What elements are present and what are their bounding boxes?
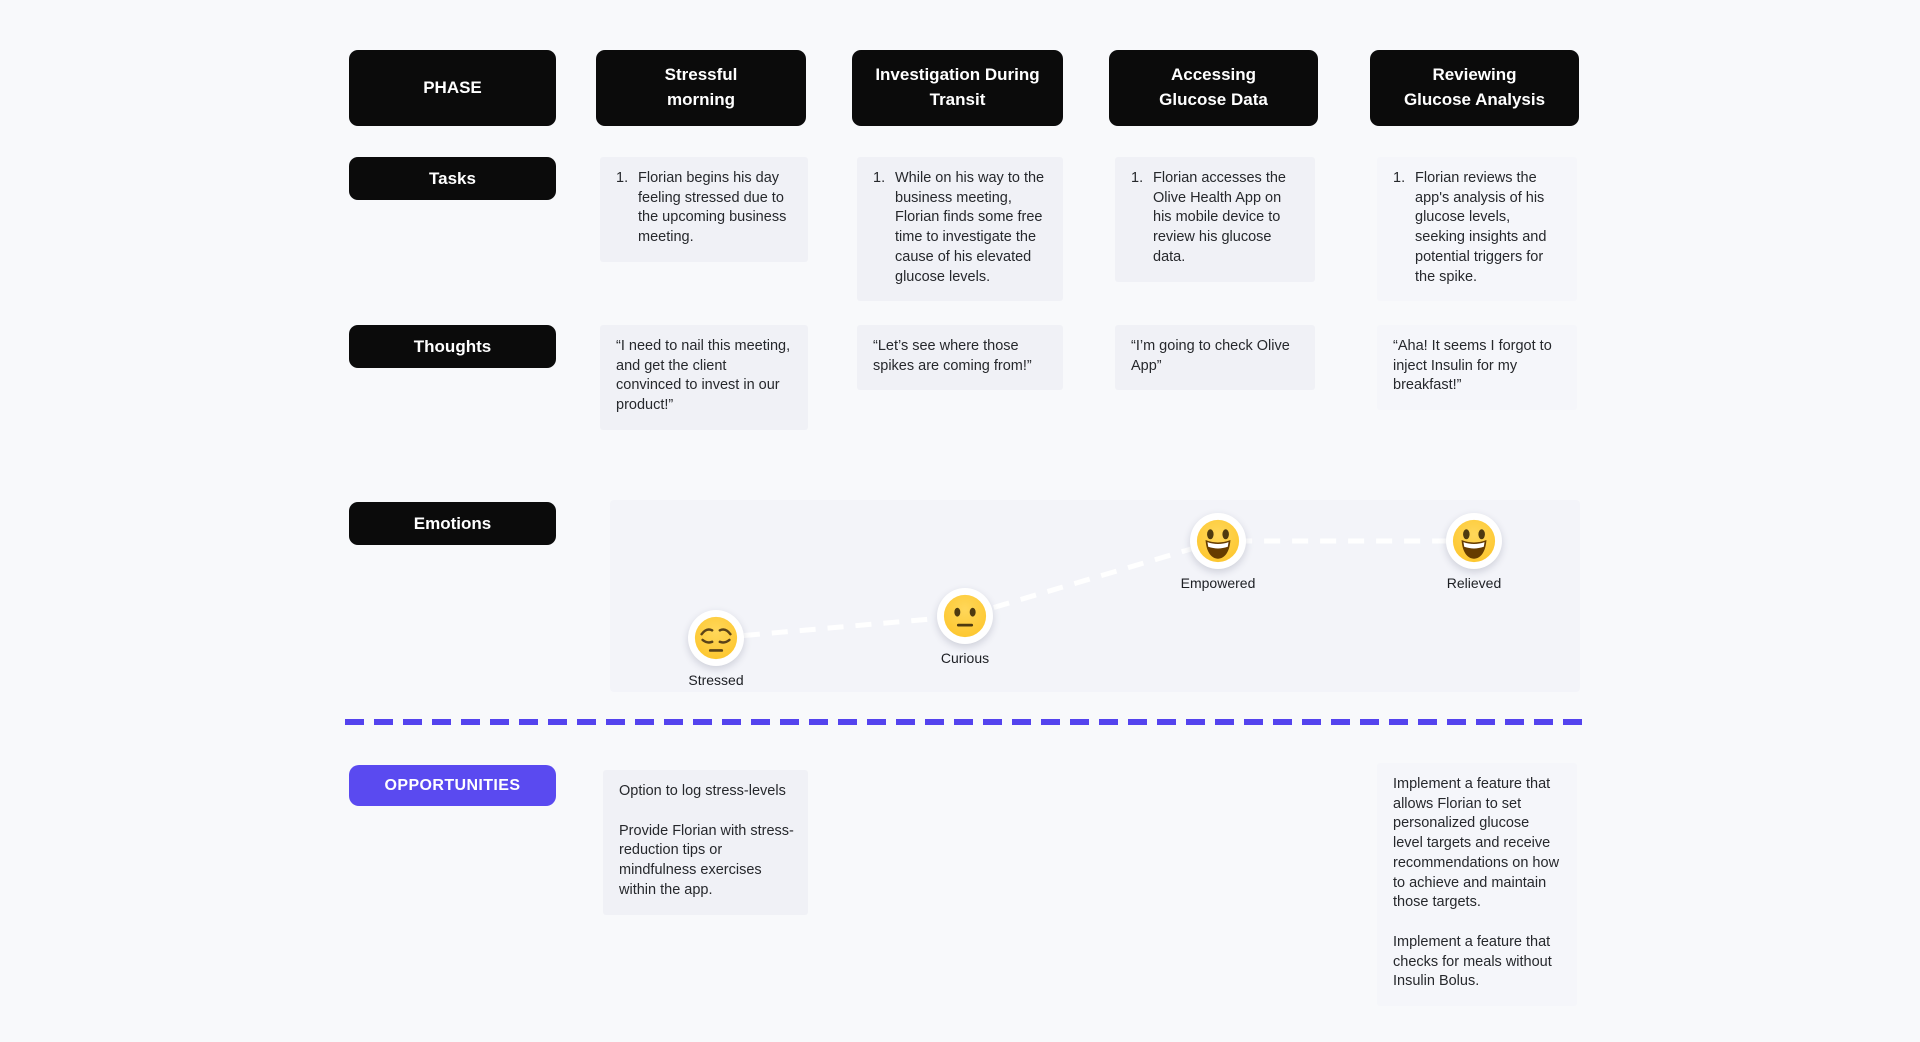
phase-title: Stressful morning: [664, 65, 738, 109]
thought-cell-1: “I need to nail this meeting, and get th…: [600, 325, 808, 430]
emotions-row-label: Emotions: [413, 513, 492, 533]
thought-cell-3: “I’m going to check Olive App”: [1115, 325, 1315, 391]
list-number: 1.: [616, 170, 629, 186]
opportunity-text: Provide Florian with stress-reduction ti…: [619, 822, 794, 898]
thought-text: “I’m going to check Olive App”: [1131, 338, 1290, 374]
phase-title: Accessing Glucose Data: [1159, 65, 1268, 109]
emotion-label: Relieved: [1446, 575, 1502, 591]
phase-box-3: Accessing Glucose Data: [1109, 50, 1318, 126]
thoughts-row-label-box: Thoughts: [349, 325, 556, 368]
thought-text: “I need to nail this meeting, and get th…: [616, 338, 791, 414]
task-text: Florian accesses the Olive Health App on…: [1153, 170, 1286, 265]
emotion-point-stressed: Stressed: [688, 610, 744, 688]
grinning-face-icon: [1446, 513, 1502, 569]
grinning-face-icon: [1190, 513, 1246, 569]
opportunities-row-label-box: OPPORTUNITIES: [349, 765, 556, 806]
thought-cell-2: “Let’s see where those spikes are coming…: [857, 325, 1063, 391]
list-number: 1.: [873, 170, 886, 186]
thought-text: “Let’s see where those spikes are coming…: [873, 338, 1032, 374]
pensive-face-icon: [688, 610, 744, 666]
emotions-panel: Stressed Curious: [610, 500, 1580, 692]
opportunities-row-label: OPPORTUNITIES: [384, 776, 521, 794]
emotion-point-empowered: Empowered: [1181, 513, 1255, 591]
emotion-label: Curious: [940, 650, 990, 666]
tasks-row-label: Tasks: [429, 168, 476, 188]
thought-cell-4: “Aha! It seems I forgot to inject Insuli…: [1377, 325, 1577, 411]
task-text: While on his way to the business meeting…: [895, 170, 1045, 285]
task-cell-1: 1. Florian begins his day feeling stress…: [600, 157, 808, 262]
thought-text: “Aha! It seems I forgot to inject Insuli…: [1393, 338, 1552, 394]
phase-box-4: Reviewing Glucose Analysis: [1370, 50, 1579, 126]
phase-title: Reviewing Glucose Analysis: [1403, 65, 1546, 109]
emotion-label: Stressed: [688, 672, 744, 688]
task-text: Florian reviews the app's analysis of hi…: [1415, 170, 1547, 285]
list-number: 1.: [1131, 170, 1144, 186]
emotions-row-label-box: Emotions: [349, 502, 556, 545]
opportunity-cell-4: Implement a feature that allows Florian …: [1377, 763, 1577, 1007]
phase-title: Investigation During Transit: [875, 65, 1040, 109]
task-cell-4: 1. Florian reviews the app's analysis of…: [1377, 157, 1577, 302]
tasks-row-label-box: Tasks: [349, 157, 556, 200]
emotion-curve: [715, 538, 1474, 641]
phase-header-label: PHASE: [423, 77, 482, 97]
dashed-divider: [345, 719, 1582, 725]
task-cell-2: 1. While on his way to the business meet…: [857, 157, 1063, 302]
neutral-face-icon: [937, 588, 993, 644]
opportunity-text: Option to log stress-levels: [619, 783, 786, 799]
task-text: Florian begins his day feeling stressed …: [638, 170, 787, 246]
list-number: 1.: [1393, 170, 1406, 186]
emotion-point-relieved: Relieved: [1446, 513, 1502, 591]
phase-header-box: PHASE: [349, 50, 556, 126]
emotion-label: Empowered: [1180, 575, 1256, 591]
opportunity-text: Implement a feature that allows Florian …: [1393, 776, 1560, 911]
emotion-point-curious: Curious: [937, 588, 993, 666]
opportunity-text: Implement a feature that checks for meal…: [1393, 934, 1552, 990]
phase-box-1: Stressful morning: [596, 50, 806, 126]
thoughts-row-label: Thoughts: [413, 336, 492, 356]
opportunity-cell-1: Option to log stress-levels Provide Flor…: [603, 770, 808, 915]
phase-box-2: Investigation During Transit: [852, 50, 1063, 126]
task-cell-3: 1. Florian accesses the Olive Health App…: [1115, 157, 1315, 282]
